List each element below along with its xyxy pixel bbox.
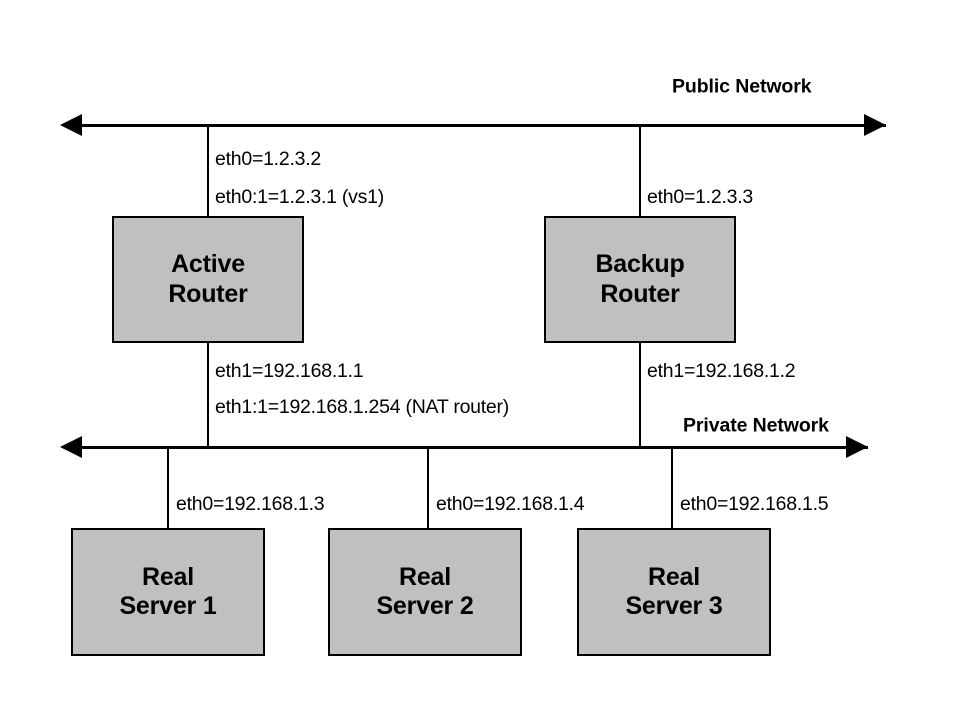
private-network-left-arrowhead-icon: [60, 436, 82, 458]
public-network-left-arrowhead-icon: [60, 114, 82, 136]
label-active-router-eth0: eth0=1.2.3.2: [215, 148, 321, 170]
connector-real-server-3-to-private: [671, 448, 673, 530]
private-network-label: Private Network: [683, 414, 829, 437]
public-network-right-arrowhead-icon: [864, 114, 886, 136]
public-network-bus-line: [80, 124, 886, 127]
node-backup-router-line2: Router: [600, 279, 680, 308]
public-network-label: Public Network: [672, 75, 812, 98]
node-active-router[interactable]: Active Router: [112, 216, 304, 343]
label-backup-router-eth0: eth0=1.2.3.3: [647, 186, 753, 208]
connector-active-router-to-public: [207, 126, 209, 218]
private-network-right-arrowhead-icon: [846, 436, 868, 458]
node-real-server-2[interactable]: Real Server 2: [328, 528, 522, 656]
connector-active-router-to-private: [207, 341, 209, 449]
node-real-server-3-line1: Real: [647, 562, 700, 591]
label-active-router-eth0-alias: eth0:1=1.2.3.1 (vs1): [215, 186, 384, 208]
node-active-router-line1: Active: [171, 250, 245, 278]
connector-real-server-1-to-private: [167, 448, 169, 530]
node-real-server-3-line2: Server 3: [625, 592, 723, 620]
private-network-bus-line: [80, 446, 868, 449]
connector-backup-router-to-public: [639, 126, 641, 218]
label-real-server-3-eth0: eth0=192.168.1.5: [680, 493, 829, 515]
node-backup-router[interactable]: Backup Router: [544, 216, 736, 343]
node-real-server-3[interactable]: Real Server 3: [577, 528, 771, 656]
label-real-server-1-eth0: eth0=192.168.1.3: [176, 493, 325, 515]
label-active-router-eth1-alias: eth1:1=192.168.1.254 (NAT router): [215, 396, 510, 418]
node-real-server-1[interactable]: Real Server 1: [71, 528, 265, 656]
node-real-server-2-line2: Server 2: [376, 592, 474, 620]
node-real-server-1-line2: Server 1: [119, 592, 217, 620]
connector-backup-router-to-private: [639, 341, 641, 449]
node-real-server-1-line1: Real: [141, 562, 194, 591]
node-active-router-line2: Router: [168, 279, 248, 308]
node-real-server-2-line1: Real: [398, 562, 451, 591]
label-active-router-eth1: eth1=192.168.1.1: [215, 360, 364, 382]
node-backup-router-line1: Backup: [595, 250, 685, 278]
label-real-server-2-eth0: eth0=192.168.1.4: [436, 493, 585, 515]
label-backup-router-eth1: eth1=192.168.1.2: [647, 360, 796, 382]
connector-real-server-2-to-private: [427, 448, 429, 530]
